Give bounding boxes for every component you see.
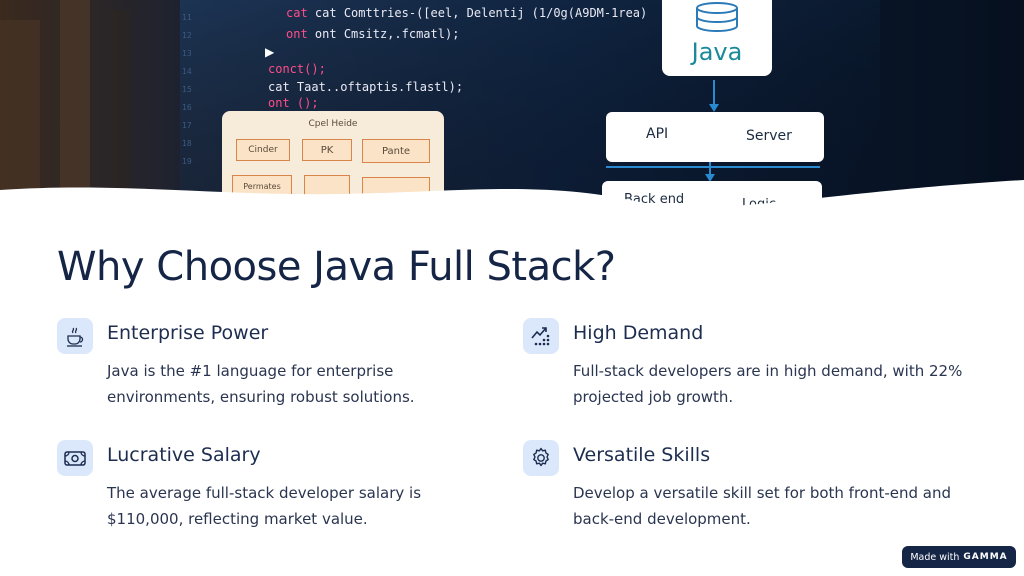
code-line: cat cat Comttries-([eel, Delentij (1/0g(… [286,6,648,20]
server-label: Server [746,128,792,144]
money-bill-icon [64,451,86,466]
code-panel-title: Cpel Heide [308,119,358,129]
svg-text:17: 17 [182,121,192,130]
made-with-gamma-badge[interactable]: Made with GAMMA [902,546,1016,568]
code-line: cat Taat..oftaptis.flastl); [268,80,464,94]
code-line-text: ont Cmsitz,.fcmatl); [314,27,460,41]
feature-heading: Enterprise Power [107,322,269,344]
growth-chart-icon [531,327,550,346]
code-line: conct(); [268,62,326,76]
svg-text:13: 13 [182,49,192,58]
svg-text:14: 14 [182,67,192,76]
feature-description: The average full-stack developer salary … [107,484,422,528]
svg-text:▶: ▶ [265,45,275,59]
panel-box: PK [302,139,352,161]
gamma-logo: GAMMA [963,552,1008,562]
feature-description: Java is the #1 language for enterprise e… [107,362,415,406]
feature-icon-box [523,318,559,354]
feature-icon-box [57,318,93,354]
svg-text:11: 11 [182,13,192,22]
feature-icon-box [57,440,93,476]
code-line-text: cat Comttries-([eel, Delentij (1/0g(A9DM… [314,6,648,20]
feature-icon-box [523,440,559,476]
svg-text:18: 18 [182,139,192,148]
java-label: Java [691,38,743,66]
svg-text:12: 12 [182,31,192,40]
feature-heading: Versatile Skills [573,444,711,466]
hero-image: 11 12 13 14 15 16 17 18 19 ▶ cat cat Comttries… [0,0,1024,215]
feature-description: Develop a versatile skill set for both f… [573,484,952,528]
diagram-connectors [606,80,820,182]
panel-box: Pante [362,139,430,163]
code-line: ont ont Cmsitz,.fcmatl); [286,27,460,41]
feature-description: Full-stack developers are in high demand… [573,362,963,406]
code-line: ont (); [268,96,319,110]
badge-label: Made with [910,551,960,563]
java-coffee-icon [67,327,84,347]
panel-box: Cinder [236,139,290,161]
api-server-box: API Server [606,112,824,162]
svg-text:15: 15 [182,85,192,94]
api-label: API [646,126,669,142]
svg-text:19: 19 [182,157,192,166]
feature-heading: High Demand [573,322,704,344]
page-title: Why Choose Java Full Stack? [57,244,616,290]
java-box: Java [662,0,772,76]
database-icon [696,2,738,32]
feature-heading: Lucrative Salary [107,444,261,466]
svg-text:16: 16 [182,103,192,112]
gear-icon [533,447,549,467]
wave-divider [0,180,1024,215]
